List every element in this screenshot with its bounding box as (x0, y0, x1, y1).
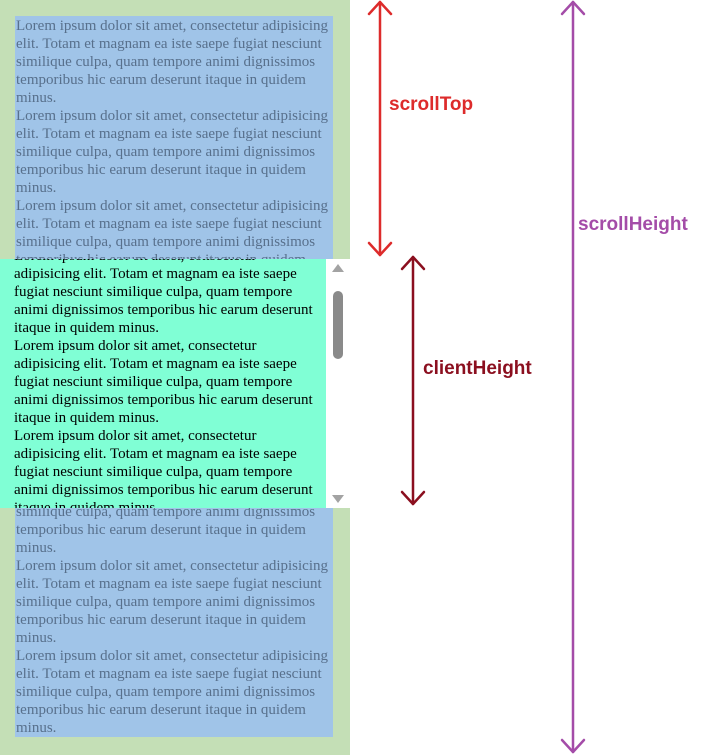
scroll-thumb[interactable] (333, 291, 343, 359)
clientheight-label: clientHeight (423, 358, 532, 379)
paragraph: Lorem ipsum dolor sit amet, consectetur … (16, 108, 329, 196)
paragraph: Lorem ipsum dolor sit amet, consectetur … (14, 259, 313, 336)
scroll-up-arrow-icon[interactable] (332, 264, 344, 272)
vertical-scrollbar[interactable] (326, 259, 350, 508)
scrolltop-label: scrollTop (389, 94, 474, 115)
visible-viewport[interactable]: Lorem ipsum dolor sit amet, consectetur … (0, 259, 350, 508)
paragraph: Lorem ipsum dolor sit amet, consectetur … (14, 428, 313, 508)
scrolltop-arrow (367, 0, 393, 257)
paragraph: Lorem ipsum dolor sit amet, consectetur … (14, 338, 313, 426)
viewport-content-text: Lorem ipsum dolor sit amet, consectetur … (14, 259, 320, 508)
scrollheight-label: scrollHeight (578, 214, 688, 235)
scroll-down-arrow-icon[interactable] (332, 495, 344, 503)
paragraph: Lorem ipsum dolor sit amet, consectetur … (16, 648, 329, 736)
paragraph: Lorem ipsum dolor sit amet, consectetur … (16, 558, 329, 646)
clientheight-arrow (400, 255, 426, 506)
scrollheight-arrow (560, 0, 586, 754)
paragraph: Lorem ipsum dolor sit amet, consectetur … (16, 18, 329, 106)
